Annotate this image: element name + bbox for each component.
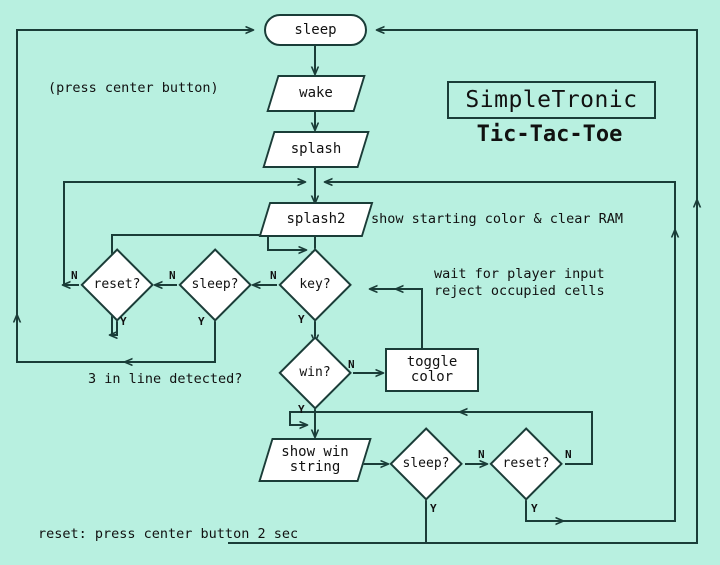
node-reset-question-2-label: reset? [502,456,550,472]
edge-label-key-y: Y [298,313,305,326]
node-splash2-label: splash2 [286,211,346,228]
annotation-press-center: (press center button) [48,80,219,96]
node-splash2[interactable]: splash2 [258,202,374,237]
edge-label-sleep1-y: Y [198,315,205,328]
node-sleep-question-1[interactable]: sleep? [178,248,252,322]
node-splash-label: splash [290,141,342,158]
node-win-question[interactable]: win? [278,336,352,410]
node-show-win-string[interactable]: show win string [258,438,372,482]
node-toggle-color-label: toggle color [406,354,458,385]
node-reset-question-2[interactable]: reset? [489,427,563,501]
edge-label-win-n: N [348,358,355,371]
annotation-key-note: wait for player input reject occupied ce… [434,266,605,299]
node-sleep-label: sleep [294,21,337,38]
node-sleep-question-1-label: sleep? [191,277,239,293]
node-toggle-color[interactable]: toggle color [385,348,479,392]
edge-label-reset2-n: N [565,448,572,461]
node-key-question[interactable]: key? [278,248,352,322]
node-win-question-label: win? [299,365,331,381]
page-subtitle: Tic-Tac-Toe [476,122,623,147]
node-splash[interactable]: splash [262,131,370,168]
edge-label-sleep2-y: Y [430,502,437,515]
edge-label-sleep2-n: N [478,448,485,461]
node-key-question-label: key? [299,277,331,293]
edge-label-reset1-n: N [71,269,78,282]
node-sleep[interactable]: sleep [264,14,367,46]
node-reset-question-1[interactable]: reset? [80,248,154,322]
annotation-win-note: 3 in line detected? [88,371,243,387]
title-box: SimpleTronic [447,81,656,119]
node-wake[interactable]: wake [266,75,366,112]
node-wake-label: wake [299,85,333,102]
edge-label-reset2-y: Y [531,502,538,515]
edge-label-key-n: N [270,269,277,282]
node-sleep-question-2-label: sleep? [402,456,450,472]
edge-label-win-y: Y [298,403,305,416]
node-show-win-string-label: show win string [281,444,349,475]
annotation-splash2-note: show starting color & clear RAM [371,211,623,227]
node-sleep-question-2[interactable]: sleep? [389,427,463,501]
page-title: SimpleTronic [465,87,638,113]
edge-label-reset1-y: Y [120,315,127,328]
annotation-reset-note: reset: press center button 2 sec [38,526,299,542]
node-reset-question-1-label: reset? [93,277,141,293]
edge-label-sleep1-n: N [169,269,176,282]
